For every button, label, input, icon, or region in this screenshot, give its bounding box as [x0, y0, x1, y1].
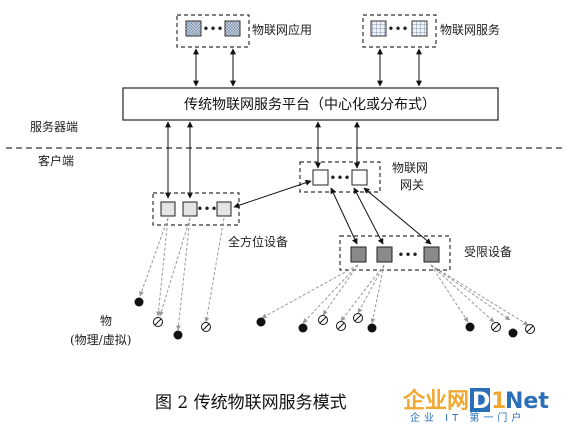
limited-ellipsis: ••• — [397, 248, 418, 262]
omni-node-1 — [160, 201, 176, 217]
watermark-brand-1: 1 — [491, 389, 506, 414]
thing-physical — [367, 323, 377, 333]
thing-physical — [134, 297, 144, 307]
gateway-node-2 — [351, 169, 368, 186]
watermark-brand-net: Net — [505, 389, 549, 414]
platform-box — [122, 87, 499, 121]
omni-device-group: ••• 全方位设备 — [152, 192, 288, 249]
top-arrows — [193, 48, 422, 87]
omni-node-3 — [216, 201, 232, 217]
limited-node-3 — [423, 246, 440, 263]
limited-device-group: ••• 受限设备 — [339, 235, 512, 271]
thing-virtual — [336, 321, 346, 331]
iot-app-group: ••• 物联网应用 — [176, 14, 312, 48]
gateway-omni-arrow — [233, 179, 312, 209]
gateway-ellipsis: ••• — [329, 171, 350, 185]
limited-node-1 — [350, 246, 367, 263]
app-icon-2 — [224, 20, 241, 37]
thing-virtual — [353, 313, 363, 323]
iot-service-group: ••• 物联网服务 — [362, 14, 500, 48]
gateway-limited-arrows — [330, 187, 432, 245]
client-side-label: 客户端 — [38, 153, 74, 168]
watermark-d-badge — [470, 388, 490, 412]
omni-node-2 — [182, 201, 198, 217]
things-label-line1: 物 — [100, 314, 112, 328]
watermark-logo: 企业网 D 1 Net 企业 IT 第一门户 — [402, 388, 549, 424]
thing-physical — [173, 330, 183, 340]
watermark-tagline: 企业 IT 第一门户 — [410, 411, 525, 423]
thing-physical — [508, 328, 518, 338]
things — [134, 297, 535, 340]
gateway-label-line1: 物联网 — [392, 161, 428, 175]
omni-device-label: 全方位设备 — [228, 234, 288, 249]
service-icon-1 — [370, 20, 387, 37]
thing-virtual — [491, 322, 501, 332]
gateway-label-line2: 网关 — [400, 178, 424, 192]
thing-virtual — [153, 317, 163, 327]
gateway-node-1 — [312, 169, 329, 186]
thing-virtual — [525, 324, 535, 334]
limited-device-label: 受限设备 — [464, 245, 512, 259]
thing-virtual — [201, 322, 211, 332]
things-label-line2: (物理/虚拟) — [70, 333, 131, 347]
omni-ellipsis: ••• — [196, 202, 217, 216]
thing-virtual — [318, 315, 328, 325]
service-icon-2 — [411, 20, 428, 37]
app-ellipsis: ••• — [202, 22, 223, 36]
thing-physical — [465, 322, 475, 332]
thing-physical — [298, 323, 308, 333]
service-ellipsis: ••• — [387, 22, 408, 36]
limited-node-2 — [376, 246, 393, 263]
platform-down-arrows — [165, 121, 360, 199]
platform-label: 传统物联网服务平台（中心化或分布式） — [184, 97, 436, 113]
omni-thing-links — [139, 217, 225, 331]
iot-app-label: 物联网应用 — [252, 22, 312, 37]
thing-physical — [256, 317, 266, 327]
server-side-label: 服务器端 — [30, 119, 78, 134]
figure-caption: 图 2 传统物联网服务模式 — [155, 393, 347, 413]
watermark-brand-left: 企业网 — [402, 388, 469, 414]
watermark-brand-d: D — [472, 389, 490, 414]
gateway-group: ••• 物联网 网关 — [299, 161, 428, 193]
iot-service-label: 物联网服务 — [440, 22, 500, 37]
limited-thing-links — [261, 264, 529, 326]
app-icon-1 — [185, 20, 202, 37]
